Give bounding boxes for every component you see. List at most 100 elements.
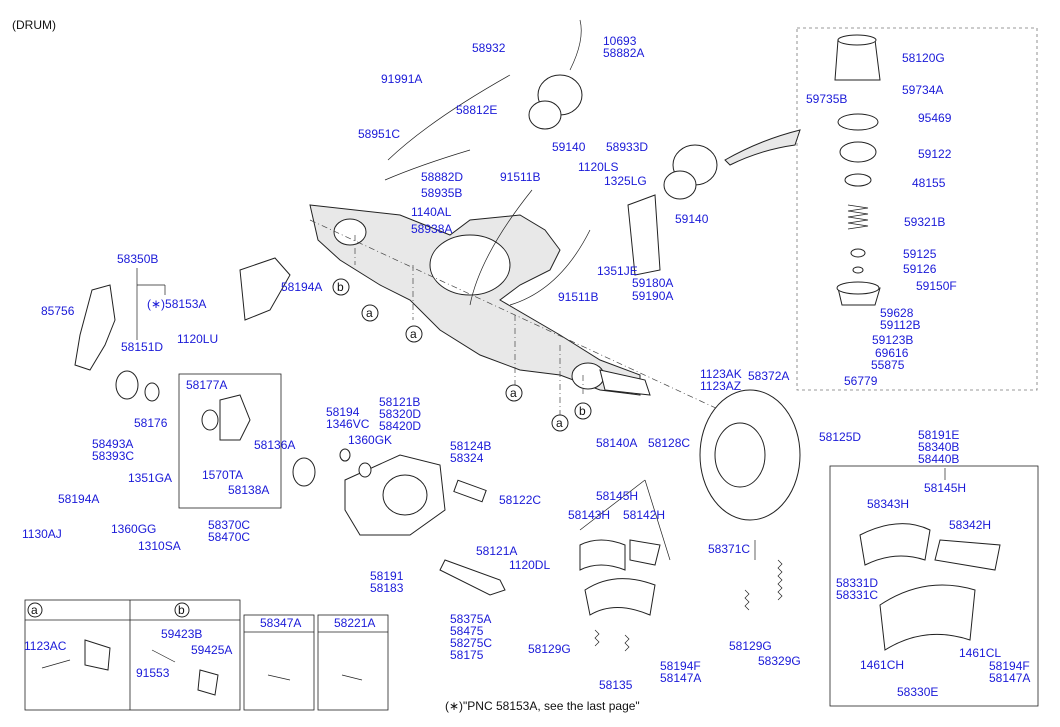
part-label[interactable]: 58938A <box>411 222 453 236</box>
part-label[interactable]: 58370C <box>208 518 251 532</box>
part-label[interactable]: 58420D <box>379 419 422 433</box>
part-label[interactable]: 58145H <box>924 481 967 495</box>
part-label[interactable]: 91553 <box>136 666 170 680</box>
part-label[interactable]: 58129G <box>729 639 772 653</box>
part-label[interactable]: 58122C <box>499 493 542 507</box>
part-label[interactable]: 58145H <box>596 489 639 503</box>
part-label[interactable]: 1130AJ <box>22 527 62 541</box>
part-label[interactable]: 59112B <box>880 318 921 332</box>
part-label[interactable]: 58440B <box>918 452 960 466</box>
part-label[interactable]: 59425A <box>191 643 233 657</box>
part-label[interactable]: 58151D <box>121 340 164 354</box>
part-label[interactable]: 59123B <box>872 333 914 347</box>
part-label[interactable]: 58330E <box>897 685 939 699</box>
part-label[interactable]: 58393C <box>92 449 135 463</box>
part-label[interactable]: 1346VC <box>326 417 370 431</box>
part-label[interactable]: 59190A <box>632 289 674 303</box>
part-label-stack[interactable]: 58194F 58147A <box>660 660 701 684</box>
part-label[interactable]: 58194F <box>989 659 1030 673</box>
part-label[interactable]: 58493A <box>92 437 134 451</box>
part-label[interactable]: 58136A <box>254 438 296 452</box>
part-label-stack[interactable]: 58493A 58393C <box>92 438 134 462</box>
part-label[interactable]: 58932 <box>472 41 506 55</box>
part-label[interactable]: 58935B <box>421 186 463 200</box>
part-label-stack[interactable]: 58370C 58470C <box>208 519 250 543</box>
part-label[interactable]: 58140A <box>596 436 638 450</box>
part-label[interactable]: 59734A <box>902 83 944 97</box>
part-label-stack[interactable]: 58121B 58320D 58420D <box>379 396 421 432</box>
part-label[interactable]: 58177A <box>186 378 228 392</box>
part-label[interactable]: 58933D <box>606 140 649 154</box>
part-label[interactable]: 58125D <box>819 430 862 444</box>
part-label[interactable]: 1123AC <box>24 639 67 653</box>
part-label[interactable]: 1140AL <box>411 205 452 219</box>
part-label[interactable]: 48155 <box>912 176 946 190</box>
part-label[interactable]: 1351GA <box>128 471 173 485</box>
part-label[interactable]: 58475 <box>450 624 484 638</box>
part-label[interactable]: 58138A <box>228 483 270 497</box>
part-label[interactable]: 58142H <box>623 508 666 522</box>
part-label[interactable]: 59423B <box>161 627 203 641</box>
part-label-stack[interactable]: 58375A 58475 58275C 58175 <box>450 613 492 661</box>
part-label[interactable]: 1461CH <box>860 658 905 672</box>
part-label[interactable]: 95469 <box>918 111 952 125</box>
part-label[interactable]: 58372A <box>748 369 790 383</box>
part-label[interactable]: 58331D <box>836 576 879 590</box>
part-label[interactable]: 91511B <box>558 290 599 304</box>
part-label[interactable]: 1123AK <box>700 367 742 381</box>
part-label[interactable]: 59126 <box>903 262 937 276</box>
part-label[interactable]: 58951C <box>358 127 401 141</box>
part-label[interactable]: 1570TA <box>202 468 244 482</box>
part-label[interactable]: (∗)58153A <box>147 297 207 311</box>
part-label[interactable]: 58124B <box>450 439 492 453</box>
part-label[interactable]: 58191 <box>370 569 404 583</box>
part-label[interactable]: 58347A <box>260 616 302 630</box>
part-label[interactable]: 58194A <box>58 492 100 506</box>
part-label[interactable]: 58183 <box>370 581 404 595</box>
part-label[interactable]: 58143H <box>568 508 611 522</box>
part-label[interactable]: 58121A <box>476 544 518 558</box>
part-label[interactable]: 1120LS <box>578 160 619 174</box>
part-label[interactable]: 58329G <box>758 654 801 668</box>
part-label[interactable]: 91511B <box>500 170 541 184</box>
part-label[interactable]: 58371C <box>708 542 751 556</box>
part-label-stack[interactable]: 58124B 58324 <box>450 440 491 464</box>
part-label[interactable]: 1123AZ <box>700 379 742 393</box>
part-label-stack[interactable]: 1123AK 1123AZ <box>700 368 742 392</box>
part-label[interactable]: 59140 <box>552 140 586 154</box>
part-label[interactable]: 1310SA <box>138 539 181 553</box>
part-label[interactable]: 58882D <box>421 170 464 184</box>
part-label[interactable]: 58331C <box>836 588 879 602</box>
part-label[interactable]: 58147A <box>989 671 1031 685</box>
part-label[interactable]: 58121B <box>379 395 421 409</box>
part-label[interactable]: 58375A <box>450 612 492 626</box>
part-label[interactable]: 58120G <box>902 51 945 65</box>
part-label[interactable]: 58191E <box>918 428 960 442</box>
part-label[interactable]: 59140 <box>675 212 709 226</box>
part-label[interactable]: 58343H <box>867 497 910 511</box>
part-label[interactable]: 69616 <box>875 346 909 360</box>
part-label[interactable]: 58194A <box>281 280 323 294</box>
part-label[interactable]: 58340B <box>918 440 960 454</box>
part-label[interactable]: 55875 <box>871 358 905 372</box>
part-label[interactable]: 59150F <box>916 279 957 293</box>
part-label-stack[interactable]: 58191E 58340B 58440B <box>918 429 959 465</box>
part-label[interactable]: 1325LG <box>604 174 647 188</box>
part-label[interactable]: 58275C <box>450 636 493 650</box>
part-label[interactable]: 91991A <box>381 72 423 86</box>
part-label[interactable]: 58221A <box>334 616 376 630</box>
part-label[interactable]: 59180A <box>632 276 674 290</box>
part-label[interactable]: 58147A <box>660 671 702 685</box>
part-label-stack[interactable]: 58194 1346VC <box>326 406 369 430</box>
part-label[interactable]: 59628 <box>880 306 914 320</box>
part-label[interactable]: 1360GK <box>348 433 393 447</box>
part-label[interactable]: 1461CL <box>959 646 1002 660</box>
part-label[interactable]: 85756 <box>41 304 75 318</box>
part-label[interactable]: 58175 <box>450 648 484 662</box>
part-label[interactable]: 58128C <box>648 436 691 450</box>
part-label[interactable]: 58882A <box>603 46 645 60</box>
part-label[interactable]: 58812E <box>456 103 498 117</box>
part-label[interactable]: 59122 <box>918 147 952 161</box>
part-label-stack[interactable]: 58194F 58147A <box>989 660 1030 684</box>
part-label[interactable]: 58194F <box>660 659 701 673</box>
